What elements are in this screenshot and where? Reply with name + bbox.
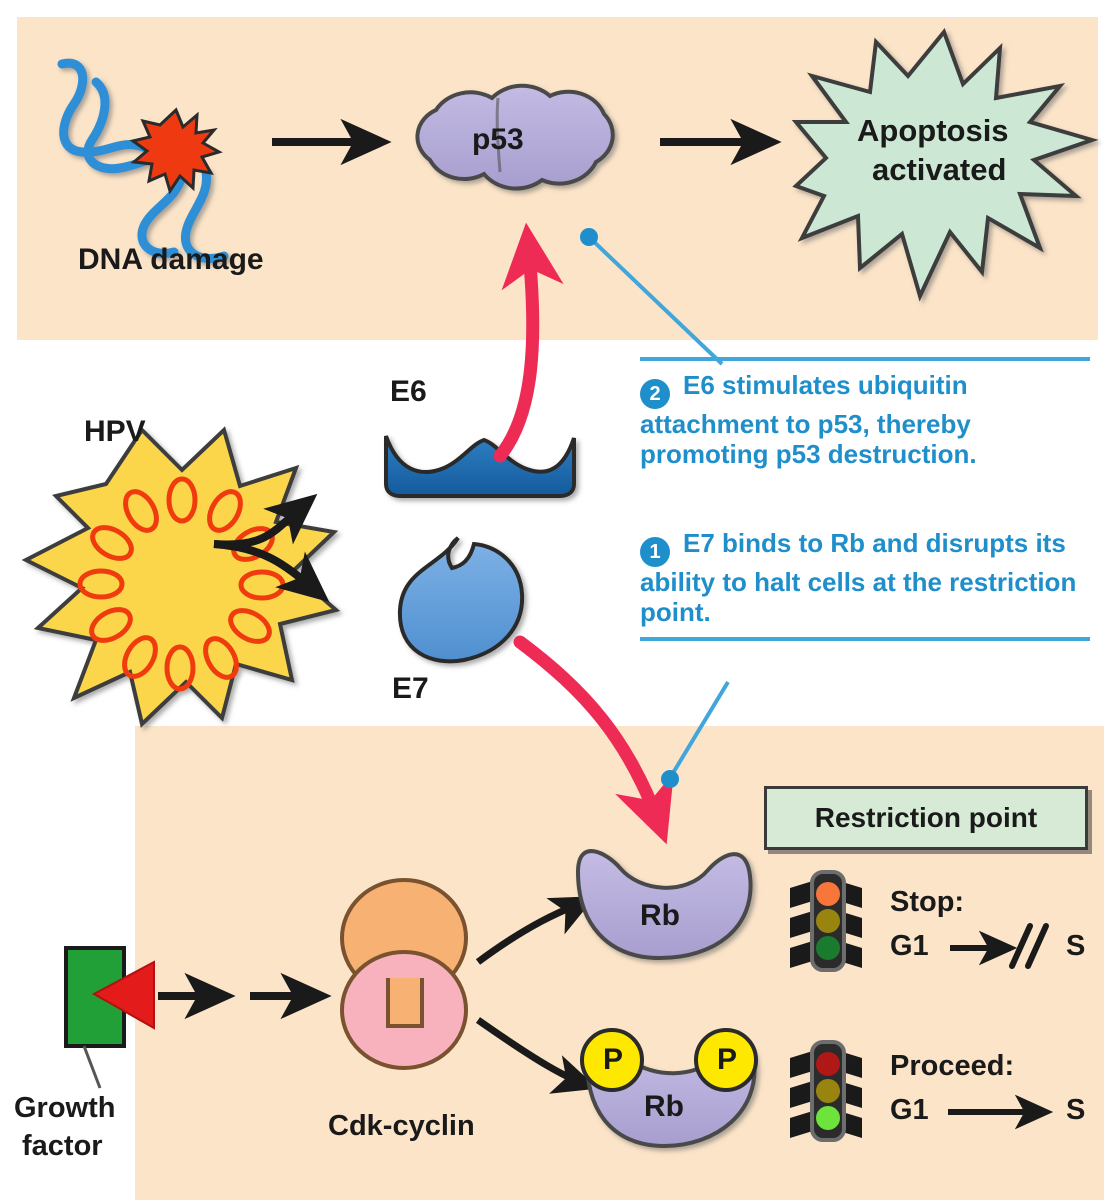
growth-factor-label-line2: factor [22,1130,103,1162]
callout-2-text: E6 stimulates ubiquitin attachment to p5… [640,370,977,470]
top-panel-background [17,17,1098,340]
stop-to-phase: S [1066,930,1086,962]
callout-2-badge: 2 [640,379,670,409]
callout-2-rule-top [640,357,1090,361]
proceed-label: Proceed: [890,1050,1015,1082]
hpv-label: HPV [84,415,146,448]
dna-damage-label: DNA damage [78,243,264,276]
e7-label: E7 [392,672,429,705]
arrow-hpv-to-e6 [213,493,318,549]
callout-1-rule-bottom [640,637,1090,642]
callout-1-badge: 1 [640,537,670,567]
arrow-hpv-to-e7 [213,540,330,603]
e7-protein-shape [397,536,525,664]
proceed-to-phase: S [1066,1094,1086,1126]
restriction-point-label: Restriction point [814,802,1038,833]
cdk-cyclin-label: Cdk-cyclin [328,1110,475,1142]
proceed-from-phase: G1 [890,1094,929,1126]
callout-1-text: E7 binds to Rb and disrupts its ability … [640,528,1077,628]
stop-from-phase: G1 [890,930,929,962]
hpv-virus-icon [21,426,341,728]
e6-protein-shape [384,435,576,498]
growth-factor-label-line1: Growth [14,1092,116,1124]
e6-label: E6 [390,375,427,408]
restriction-point-box: Restriction point [764,786,1088,850]
stop-label: Stop: [890,886,965,918]
